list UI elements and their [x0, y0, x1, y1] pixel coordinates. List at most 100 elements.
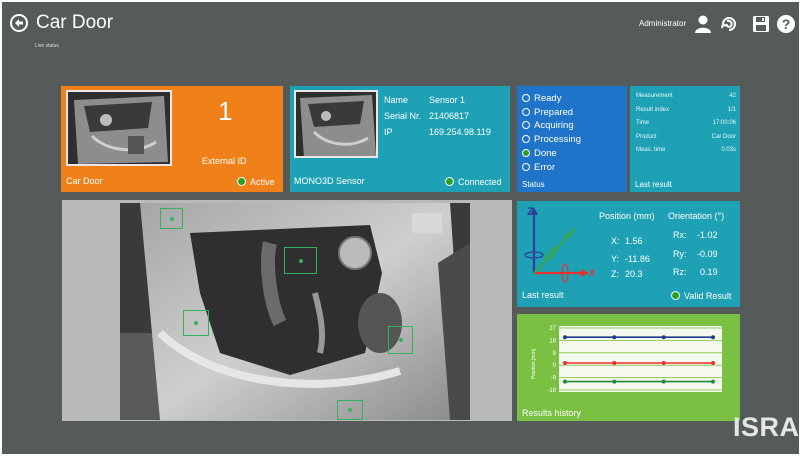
sensor-type: MONO3D Sensor	[294, 176, 365, 186]
status-item-done: Done	[522, 147, 581, 161]
measurement-marker	[183, 310, 209, 336]
rx-label: Rx:	[673, 230, 687, 240]
chart-data-point	[563, 379, 567, 384]
camera-view[interactable]	[62, 200, 512, 421]
axis-x-label: X	[589, 268, 595, 278]
coordinate-axes-icon: Z Y X	[524, 206, 595, 283]
ry-value: -0.09	[697, 249, 718, 259]
connection-indicator: Connected	[445, 177, 502, 187]
user-icon[interactable]	[693, 14, 713, 34]
measurement-marker	[337, 400, 363, 420]
status-dot-icon	[445, 177, 454, 186]
status-tile[interactable]: Ready Prepared Acquiring Processing Done…	[517, 86, 627, 192]
status-title: Status	[522, 180, 545, 189]
status-dot-icon	[671, 291, 680, 300]
position-header: Position (mm)	[599, 211, 655, 221]
chart-y-tick-label: 18	[549, 338, 556, 344]
chart-data-point	[661, 335, 666, 340]
status-item-ready: Ready	[522, 92, 581, 106]
arrow-left-icon	[15, 19, 23, 27]
chart-data-point	[711, 335, 715, 340]
measurement-marker	[388, 326, 413, 354]
part-tile[interactable]: 1 External ID Car Door Active	[61, 86, 283, 192]
chart-data-point	[612, 379, 617, 384]
y-label: Y:	[611, 254, 620, 264]
external-id-value: 1	[218, 96, 233, 126]
chart-data-point	[563, 360, 567, 365]
sensor-name-value: Sensor 1	[429, 95, 466, 105]
chart-data-point	[612, 335, 617, 340]
x-value: 1.56	[625, 236, 643, 246]
y-value: -11.86	[625, 254, 650, 264]
sensor-name-label: Name	[384, 95, 409, 105]
radio-icon	[522, 121, 530, 130]
serial-value: 21406817	[429, 111, 470, 121]
radio-icon	[522, 135, 530, 144]
chart-y-axis-label: Position [mm]	[531, 348, 537, 379]
history-title: Results history	[522, 408, 582, 418]
sensor-thumbnail	[294, 90, 378, 158]
back-button[interactable]	[10, 14, 28, 32]
status-list: Ready Prepared Acquiring Processing Done…	[522, 92, 581, 174]
active-indicator: Active	[237, 177, 275, 187]
isra-logo: ISRA	[733, 412, 799, 442]
chart-data-point	[711, 360, 715, 365]
position-tile[interactable]: Z Y X Position (mm) Orientation (°) X: 1…	[517, 201, 740, 307]
rz-label: Rz:	[673, 267, 687, 277]
measurement-marker	[160, 208, 183, 229]
serial-label: Serial Nr.	[384, 111, 422, 121]
chart-data-point	[612, 360, 617, 365]
chart-data-point	[661, 379, 666, 384]
measurement-marker	[284, 247, 317, 274]
valid-result-indicator: Valid Result	[671, 291, 731, 301]
z-label: Z:	[611, 269, 619, 279]
status-item-acquiring: Acquiring	[522, 119, 581, 133]
save-icon[interactable]	[751, 14, 771, 34]
rx-value: -1.02	[697, 230, 718, 240]
user-name: Administrator	[639, 19, 687, 28]
radio-icon	[522, 94, 530, 102]
sensor-tile[interactable]: Name Sensor 1 Serial Nr. 21406817 IP 169…	[290, 86, 510, 192]
axis-y-label: Y	[570, 227, 576, 237]
position-title: Last result	[522, 290, 564, 300]
status-item-error: Error	[522, 161, 581, 175]
axis-z-label: Z	[527, 206, 534, 218]
page-title: Car Door	[36, 12, 114, 33]
external-id-label: External ID	[202, 156, 247, 166]
status-item-processing: Processing	[522, 133, 581, 147]
help-icon[interactable]: ?	[776, 14, 796, 34]
ry-label: Ry:	[673, 249, 687, 259]
part-thumbnail	[66, 90, 172, 166]
chart-data-point	[711, 379, 715, 384]
rz-value: 0.19	[700, 267, 718, 277]
chart-y-tick-label: -9	[551, 376, 557, 382]
results-history-tile[interactable]: 27 18 9 0 -9 -18 Position [mm] Results history	[517, 314, 740, 421]
history-chart: 27 18 9 0 -9 -18 Position [mm]	[531, 326, 722, 394]
x-label: X:	[611, 236, 620, 246]
svg-text:?: ?	[782, 16, 791, 32]
radio-icon	[522, 162, 530, 171]
chart-y-tick-label: 9	[553, 351, 557, 357]
sync-icon[interactable]	[719, 14, 739, 34]
part-name: Car Door	[66, 176, 103, 186]
chart-data-point	[563, 335, 567, 340]
last-result-title: Last result	[635, 180, 672, 189]
chart-y-tick-label: 27	[549, 326, 556, 332]
status-dot-icon	[237, 177, 246, 186]
live-status-label: Live status	[35, 43, 59, 49]
chart-y-tick-label: -18	[547, 388, 556, 394]
header: Car Door Live status Administrator ?	[2, 2, 799, 62]
camera-image	[120, 203, 470, 420]
ip-value: 169.254.98.119	[429, 127, 491, 137]
chart-y-tick-label: 0	[553, 363, 557, 369]
orientation-header: Orientation (°)	[668, 211, 725, 221]
ip-label: IP	[384, 127, 393, 137]
